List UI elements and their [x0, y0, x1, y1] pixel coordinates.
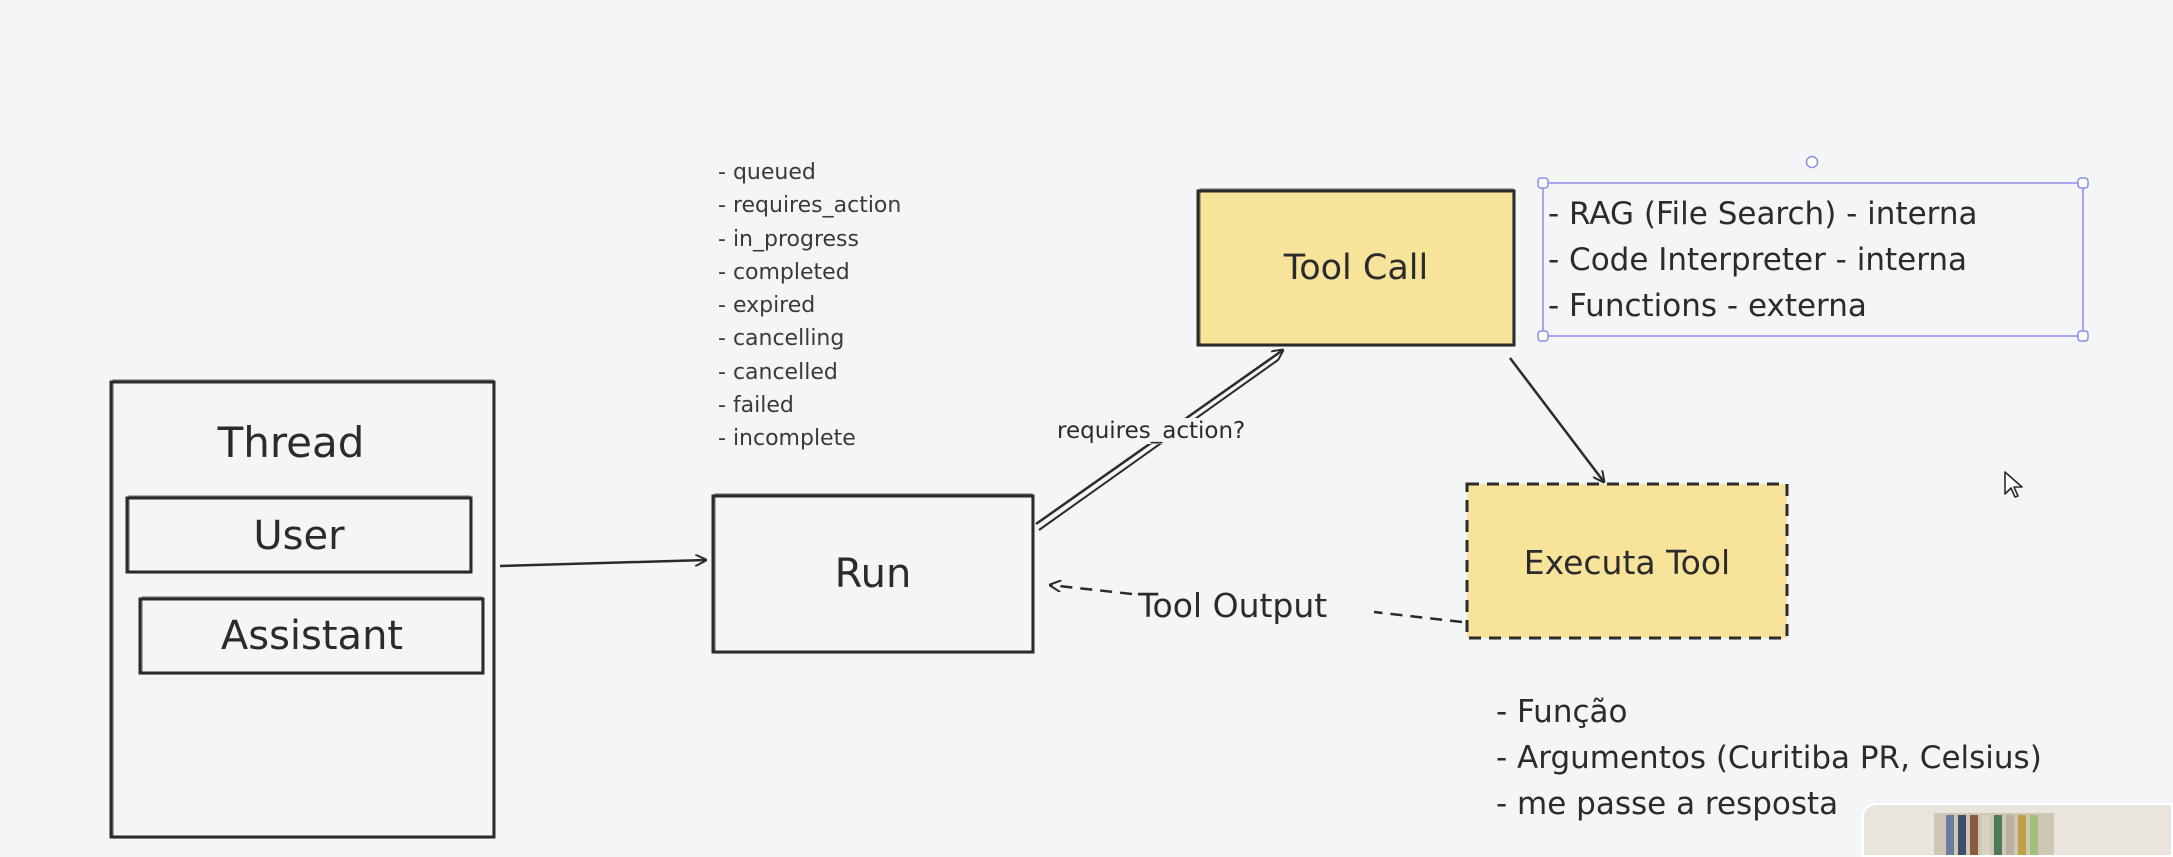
requires-action-edge-label: requires_action?: [1053, 418, 1250, 444]
run-status-item: failed: [718, 389, 901, 422]
tool-output-arrow[interactable]: [1050, 585, 1133, 596]
selection-handle-tr[interactable]: [2077, 177, 2089, 189]
thread-to-run-arrow[interactable]: [499, 560, 706, 568]
assistant-box[interactable]: [138, 597, 485, 675]
book-spine: [1994, 815, 2002, 855]
tool-type-item: Functions - externa: [1548, 283, 1978, 329]
rotation-handle[interactable]: [1805, 155, 1819, 169]
executa-note-item: me passe a resposta: [1496, 781, 2042, 827]
user-label: User: [253, 513, 345, 559]
run-status-item: cancelled: [718, 356, 901, 389]
run-status-item: cancelling: [718, 322, 901, 355]
run-status-item: requires_action: [718, 189, 901, 222]
mouse-cursor-icon: [2004, 471, 2023, 498]
run-box-sketch: [714, 493, 1033, 654]
selection-handle-bl[interactable]: [1537, 330, 1549, 342]
book-spine: [1958, 815, 1966, 855]
run-to-toolcall-arrow-parallel: [1038, 359, 1279, 531]
selection-handle-br[interactable]: [2077, 330, 2089, 342]
book-spine: [2006, 815, 2014, 855]
run-label: Run: [834, 551, 912, 597]
executa-tool-box[interactable]: [1465, 482, 1789, 640]
tool-call-label: Tool Call: [1283, 248, 1429, 288]
run-status-item: completed: [718, 256, 901, 289]
book-spine: [1982, 815, 1990, 855]
run-status-item: queued: [718, 156, 901, 189]
tool-types-selection[interactable]: [1542, 182, 2084, 337]
book-spine: [2030, 815, 2038, 855]
thread-box-sketch: [112, 379, 494, 839]
executa-note-item: Argumentos (Curitiba PR, Celsius): [1496, 735, 2042, 781]
assistant-label: Assistant: [220, 613, 404, 659]
user-box[interactable]: [125, 496, 473, 574]
run-status-item: in_progress: [718, 223, 901, 256]
tool-output-edge-label: Tool Output: [1138, 586, 1328, 625]
book-spine: [1970, 815, 1978, 855]
executa-tool-notes: Função Argumentos (Curitiba PR, Celsius)…: [1496, 689, 2042, 827]
run-box[interactable]: [711, 494, 1035, 654]
thread-title: Thread: [217, 417, 365, 467]
executa-tool-label: Executa Tool: [1523, 542, 1731, 582]
assistant-box-sketch: [141, 596, 483, 675]
run-status-item: incomplete: [718, 422, 901, 455]
tool-type-item: RAG (File Search) - interna: [1548, 191, 1977, 237]
tool-types-list: RAG (File Search) - interna Code Interpr…: [1548, 191, 1978, 329]
webcam-overlay: [1862, 803, 2173, 857]
run-status-item: expired: [718, 289, 901, 322]
book-spine: [2018, 815, 2026, 855]
tool-output-arrow-tail: [1373, 610, 1463, 624]
executa-note-item: Função: [1496, 689, 2042, 735]
toolcall-to-executa-arrow[interactable]: [1509, 357, 1604, 482]
thread-box[interactable]: [109, 380, 496, 839]
selection-handle-tl[interactable]: [1537, 177, 1549, 189]
user-box-sketch: [128, 495, 471, 574]
run-status-list: queued requires_action in_progress compl…: [718, 156, 901, 456]
book-spine: [1946, 815, 1954, 855]
tool-call-box-sketch: [1199, 188, 1514, 347]
tool-type-item: Code Interpreter - interna: [1548, 237, 1978, 283]
tool-call-box[interactable]: [1196, 189, 1516, 347]
